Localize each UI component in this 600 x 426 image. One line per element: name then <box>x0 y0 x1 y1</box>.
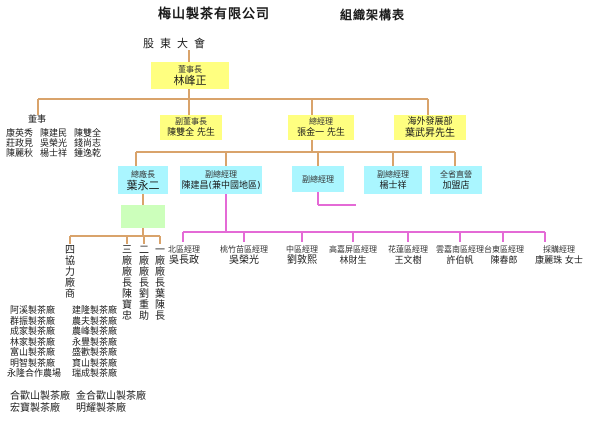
directors-title: 董事 <box>28 115 47 125</box>
vice-chairman-box: 副董事長 陳雙全 先生 <box>160 115 222 140</box>
factory-item: 盛歡製茶廠 <box>72 348 118 358</box>
direct-store-title: 全省直營 <box>440 169 472 179</box>
region-manager: 林財生 <box>339 256 367 266</box>
region-title: 北區經理 <box>168 245 200 254</box>
direct-store-box: 全省直營 加盟店 <box>430 166 482 194</box>
direct-store-name: 加盟店 <box>442 180 470 191</box>
deputy-gm-2-title: 副總經理 <box>302 174 334 184</box>
chairman-box: 董事長 林峰正 <box>151 62 229 89</box>
region-gaojiaping: 高嘉屏區經理 林財生 <box>326 244 380 267</box>
factory-list-right: 建隆製茶廠 農夫製茶廠 農峰製茶廠 永豐製茶廠 盛歡製茶廠 寶山製茶廠 瑞成製茶… <box>72 306 117 380</box>
region-manager: 吳長政 <box>169 255 199 266</box>
director-name: 吳榮光 <box>40 139 68 149</box>
region-manager: 吳榮光 <box>229 255 259 266</box>
region-title: 花蓮區經理 <box>388 245 428 254</box>
factory-item: 宏寶製茶廠 <box>10 403 60 414</box>
director-name: 陳建民 <box>40 129 68 139</box>
factory-director-box: 總廠長 葉永二 <box>118 166 168 194</box>
region-title: 雲嘉南區經理 <box>436 245 484 254</box>
factory-item: 富山製茶廠 <box>10 348 56 358</box>
factory-item: 寶山製茶廠 <box>72 358 118 369</box>
shareholders-meeting: 股東大會 <box>143 37 211 50</box>
region-manager: 陳春郎 <box>490 256 518 266</box>
director-name: 莊政見 <box>6 139 34 149</box>
chart-title: 組織架構表 <box>340 8 406 22</box>
directors-col-3: 陳雙全 錢尚志 鍾逸乾 <box>74 129 101 159</box>
chairman-title: 董事長 <box>178 65 202 74</box>
fourth-partner-factories: 四協力廠商 <box>65 245 75 300</box>
factory-item: 建隆製茶廠 <box>72 306 118 316</box>
region-manager: 康麗珠 女士 <box>535 256 583 266</box>
overseas-name: 葉武昇先生 <box>405 127 455 139</box>
director-name: 錢尚志 <box>74 139 102 149</box>
chairman-name: 林峰正 <box>173 74 207 87</box>
general-manager-box: 總經理 張金一 先生 <box>288 115 354 140</box>
purchasing-manager: 採購經理 康麗珠 女士 <box>526 244 592 267</box>
director-name: 鍾逸乾 <box>74 149 102 159</box>
second-factory: 二廠廠長劉重助 <box>139 245 149 322</box>
factory-item: 成家製茶廠 <box>10 327 56 337</box>
deputy-gm-3-name: 楊士祥 <box>379 180 407 191</box>
region-title: 台東區經理 <box>484 245 524 254</box>
factory-list-bottom-right: 金合歡山製茶廠 明耀製茶廠 <box>76 391 146 415</box>
director-name: 陳雙全 <box>74 129 102 139</box>
factory-item: 瑞成製茶廠 <box>72 369 118 379</box>
factory-item: 明智製茶廠 <box>10 358 56 369</box>
factory-green-box <box>121 205 165 228</box>
factory-item: 合歡山製茶廠 <box>10 391 70 402</box>
director-name: 楊士祥 <box>40 149 68 159</box>
deputy-gm-1-box: 副總經理 陳建昌(兼中國地區) <box>180 166 262 194</box>
directors-col-1: 康英秀 莊政見 陳麗秋 <box>6 129 33 159</box>
deputy-gm-3-title: 副總經理 <box>377 169 409 179</box>
director-name: 陳麗秋 <box>6 149 34 159</box>
region-title: 採購經理 <box>543 245 575 254</box>
deputy-gm-3-box: 副總經理 楊士祥 <box>364 166 422 194</box>
factory-item: 農峰製茶廠 <box>72 327 118 337</box>
factory-item: 明耀製茶廠 <box>76 403 126 414</box>
general-manager-name: 張金一 先生 <box>297 128 345 138</box>
overseas-title: 海外發展部 <box>407 116 453 127</box>
overseas-box: 海外發展部 葉武昇先生 <box>394 115 466 140</box>
region-yunjianan: 雲嘉南區經理 許伯帆 <box>434 244 486 267</box>
factory-item: 永隆合作農場 <box>7 369 62 379</box>
factory-director-title: 總廠長 <box>131 169 155 179</box>
region-manager: 許伯帆 <box>446 256 474 266</box>
third-factory: 三廠廠長陳寶忠 <box>122 245 132 322</box>
factory-item: 阿溪製茶廠 <box>10 306 56 316</box>
factory-director-name: 葉永二 <box>126 178 160 192</box>
factory-item: 農夫製茶廠 <box>72 316 118 327</box>
region-title: 中區經理 <box>286 245 318 254</box>
factory-item: 群振製茶廠 <box>10 316 56 327</box>
factory-list-bottom-left: 合歡山製茶廠 宏寶製茶廠 <box>10 391 70 415</box>
vice-chairman-title: 副董事長 <box>175 117 207 126</box>
region-manager: 劉敦熙 <box>287 255 317 266</box>
deputy-gm-1-name: 陳建昌(兼中國地區) <box>181 180 261 191</box>
company-name: 梅山製茶有限公司 <box>158 7 271 22</box>
deputy-gm-1-title: 副總經理 <box>205 169 237 179</box>
first-factory: 一廠廠長葉陳長 <box>155 245 165 322</box>
region-taitung: 台東區經理 陳春郎 <box>484 244 524 267</box>
region-hualien: 花蓮區經理 王文樹 <box>386 244 430 267</box>
director-name: 康英秀 <box>6 129 34 139</box>
vice-chairman-name: 陳雙全 先生 <box>167 128 215 138</box>
factory-item: 金合歡山製茶廠 <box>76 391 146 402</box>
region-north: 北區經理 吳長政 <box>168 244 200 267</box>
region-taozhumiao: 桃竹苗區經理 吳榮光 <box>220 244 268 267</box>
region-title: 桃竹苗區經理 <box>220 245 268 254</box>
directors-col-2: 陳建民 吳榮光 楊士祥 <box>40 129 67 159</box>
factory-item: 永豐製茶廠 <box>72 337 118 348</box>
region-manager: 王文樹 <box>394 256 422 266</box>
region-central: 中區經理 劉敦熙 <box>284 244 320 267</box>
factory-list-left: 阿溪製茶廠 群振製茶廠 成家製茶廠 林家製茶廠 富山製茶廠 明智製茶廠 永隆合作… <box>7 306 62 380</box>
general-manager-title: 總經理 <box>309 117 333 126</box>
factory-item: 林家製茶廠 <box>10 337 56 348</box>
region-title: 高嘉屏區經理 <box>329 245 377 254</box>
deputy-gm-2-box: 副總經理 <box>292 166 344 192</box>
